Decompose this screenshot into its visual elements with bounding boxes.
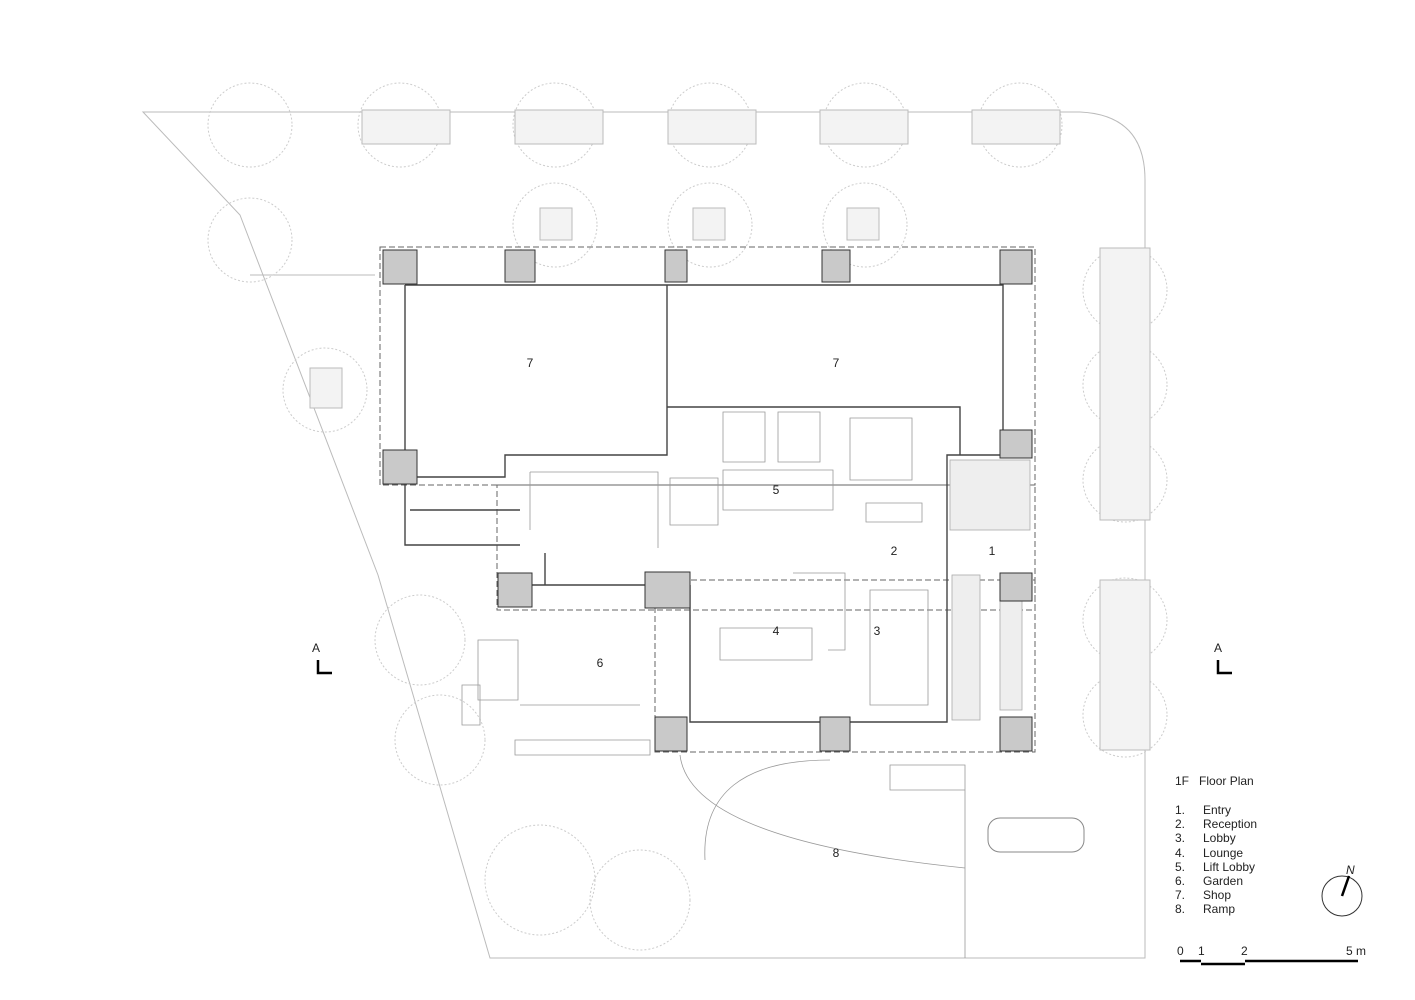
room-legend: 1.Entry 2.Reception 3.Lobby 4.Lounge 5.L… <box>1175 803 1257 917</box>
legend-item: 7.Shop <box>1175 888 1232 903</box>
north-arrow-icon: N <box>1321 863 1363 917</box>
svg-text:5 m: 5 m <box>1346 944 1366 958</box>
room-label-lobby: 3 <box>874 624 881 638</box>
columns <box>382 249 1033 752</box>
room-label-reception: 2 <box>891 544 898 558</box>
room-label-lift-lobby: 5 <box>773 483 780 497</box>
site-boundary <box>141 111 1146 959</box>
svg-text:2: 2 <box>1241 944 1248 958</box>
room-label-shop-east: 7 <box>833 356 840 370</box>
legend-item: 8.Ramp <box>1175 902 1236 917</box>
room-label-shop-west: 7 <box>527 356 534 370</box>
room-label-ramp: 8 <box>833 846 840 860</box>
plan-title-text: Floor Plan <box>1199 774 1254 788</box>
plan-level: 1F <box>1175 774 1190 788</box>
legend-item: 4.Lounge <box>1175 845 1244 860</box>
legend-item: 2.Reception <box>1175 817 1258 832</box>
legend-item: 1.Entry <box>1175 803 1232 817</box>
room-label-garden: 6 <box>597 656 604 670</box>
room-label-entry: 1 <box>989 544 996 558</box>
building-outline-mid <box>496 484 1036 611</box>
scale-bar: 0 1 2 5 m <box>1177 944 1366 966</box>
svg-text:A: A <box>312 641 320 655</box>
section-marker-west: A <box>312 641 332 675</box>
svg-text:A: A <box>1214 641 1222 655</box>
legend-item: 3.Lobby <box>1175 831 1236 846</box>
building-outline <box>379 246 1036 486</box>
car-icon <box>987 817 1085 853</box>
section-marker-east: A <box>1214 641 1232 675</box>
room-label-lounge: 4 <box>773 624 780 638</box>
walls <box>404 284 1031 958</box>
legend-item: 5.Lift Lobby <box>1175 859 1256 874</box>
svg-text:1: 1 <box>1198 944 1205 958</box>
svg-text:0: 0 <box>1177 944 1184 958</box>
trees <box>207 82 1168 951</box>
plan-title: 1F Floor Plan <box>1175 774 1254 788</box>
legend-item: 6.Garden <box>1175 874 1244 889</box>
svg-text:N: N <box>1346 863 1355 877</box>
